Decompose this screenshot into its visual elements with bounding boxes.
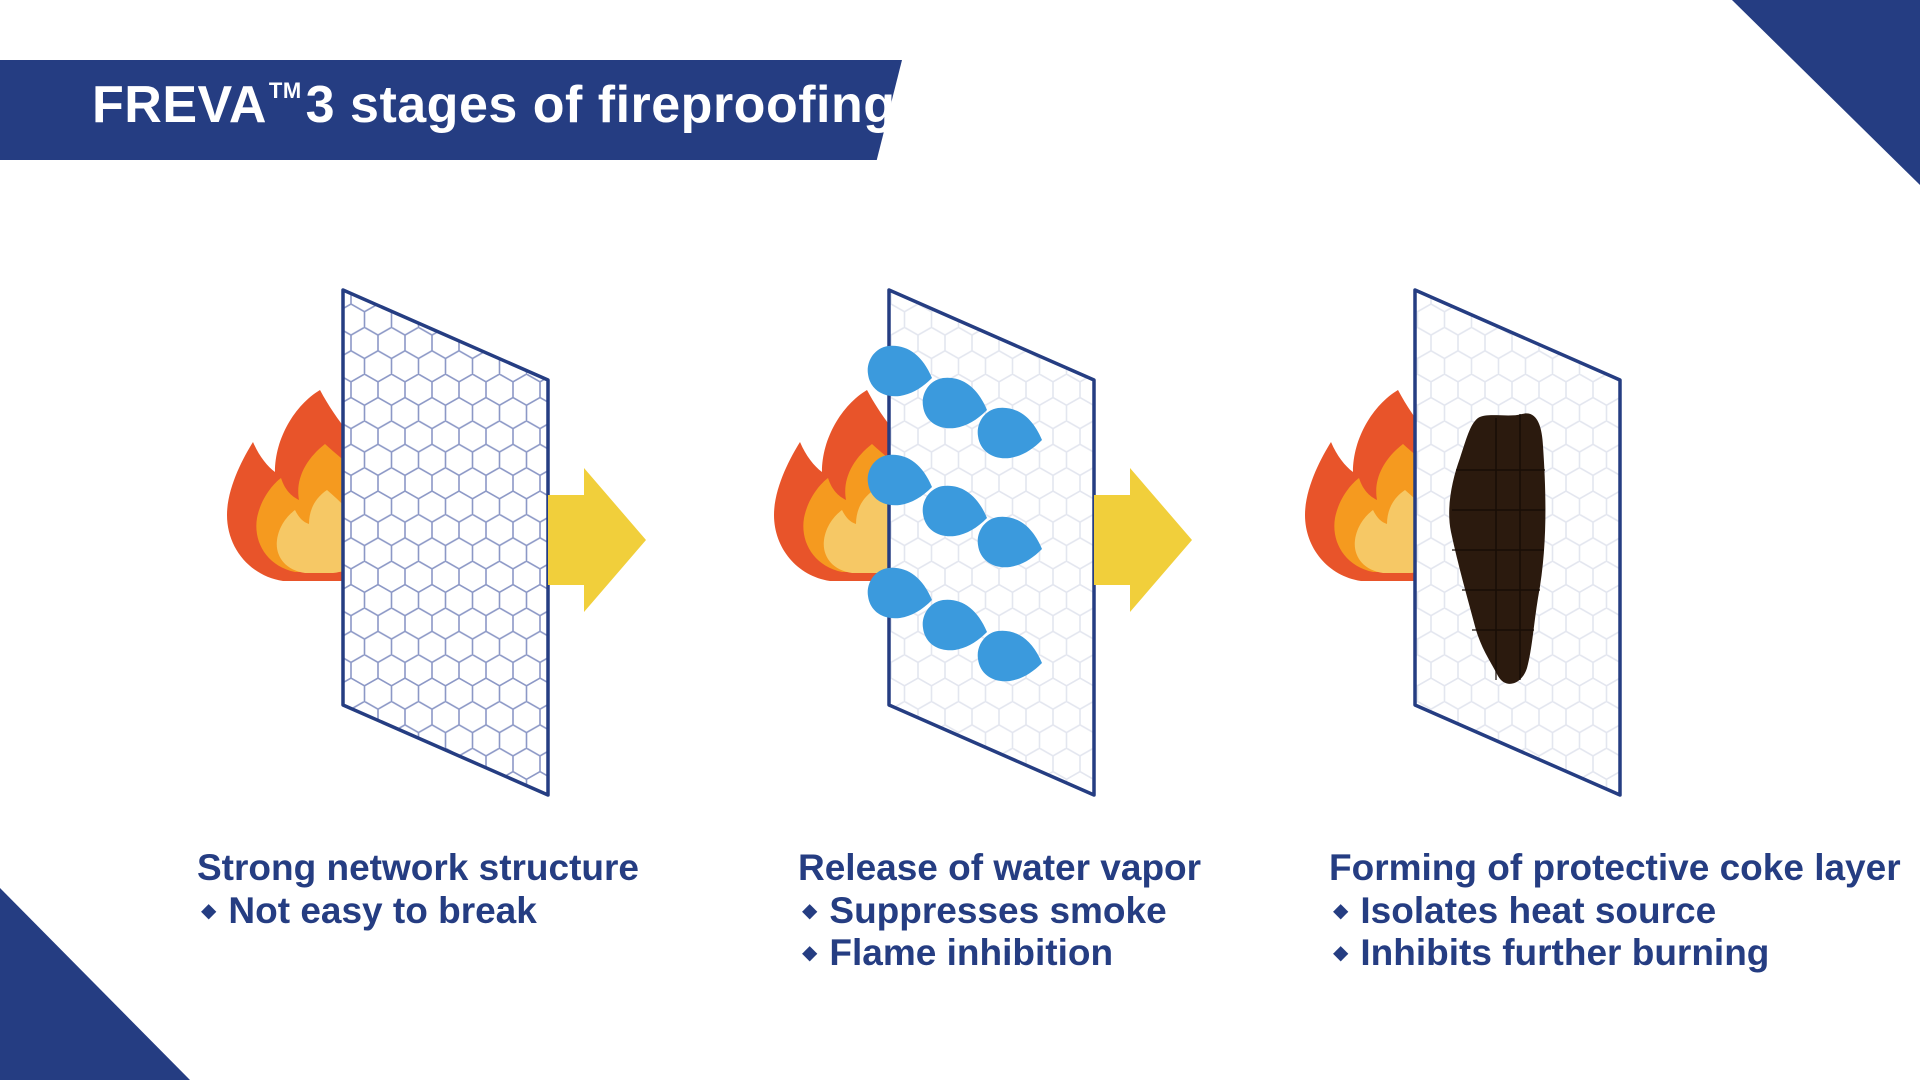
panel-frame	[887, 288, 1096, 797]
stage-1-text: Strong network structure ◆ Not easy to br…	[197, 846, 639, 932]
corner-top-right	[1732, 0, 1920, 185]
panel-frame	[1413, 288, 1622, 797]
title-brand: FREVA	[92, 76, 267, 134]
panel-frame	[341, 288, 550, 797]
trademark-mark: TM	[268, 78, 302, 103]
bullet-diamond-icon: ◆	[802, 900, 818, 922]
stage-bullet: ◆ Isolates heat source	[1329, 890, 1901, 932]
bullet-diamond-icon: ◆	[802, 942, 818, 964]
title-text: 3 stages of fireproofing	[305, 76, 896, 134]
stage-3-illustration	[1305, 288, 1622, 797]
stage-bullet: ◆ Suppresses smoke	[798, 890, 1201, 932]
corner-bottom-left	[0, 888, 190, 1080]
stage-bullet: ◆ Not easy to break	[197, 890, 639, 932]
stage-heading: Strong network structure	[197, 847, 639, 888]
bullet-text: Suppresses smoke	[829, 890, 1167, 931]
stage-bullet: ◆ Inhibits further burning	[1329, 932, 1901, 974]
bullet-diamond-icon: ◆	[1333, 942, 1349, 964]
stage-heading: Forming of protective coke layer	[1329, 847, 1901, 888]
bullet-text: Not easy to break	[228, 890, 537, 931]
stage-3-text: Forming of protective coke layer ◆ Isolat…	[1329, 846, 1901, 974]
bullet-text: Isolates heat source	[1360, 890, 1717, 931]
arrow-right-icon	[548, 468, 646, 612]
page-title: FREVATM3 stages of fireproofing	[92, 75, 896, 135]
bullet-diamond-icon: ◆	[201, 900, 217, 922]
bullet-diamond-icon: ◆	[1333, 900, 1349, 922]
stage-1-illustration	[227, 288, 646, 797]
stage-2-text: Release of water vapor ◆ Suppresses smoke…	[798, 846, 1201, 974]
arrow-right-icon	[1094, 468, 1192, 612]
bullet-text: Flame inhibition	[829, 932, 1114, 973]
honeycomb-pattern	[343, 290, 548, 795]
stage-2-illustration	[774, 288, 1192, 797]
coke-layer	[1449, 413, 1546, 684]
stage-bullet: ◆ Flame inhibition	[798, 932, 1201, 974]
stage-heading: Release of water vapor	[798, 847, 1202, 888]
bullet-text: Inhibits further burning	[1360, 932, 1770, 973]
title-banner	[0, 60, 902, 160]
